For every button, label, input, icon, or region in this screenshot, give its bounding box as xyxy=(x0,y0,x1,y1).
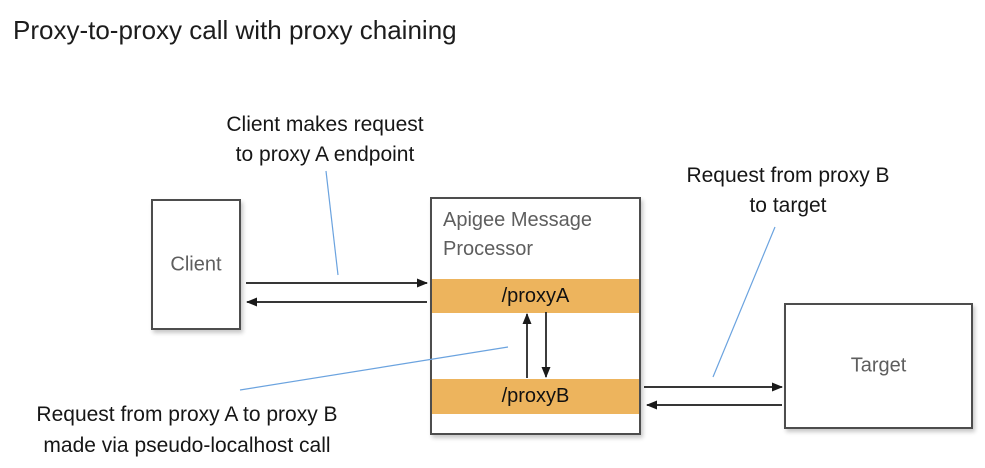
annotation-proxya-to-proxyb: Request from proxy A to proxy B made via… xyxy=(0,399,377,461)
client-label: Client xyxy=(170,253,222,275)
annotation-proxya-to-proxyb-line1: Request from proxy A to proxy B xyxy=(36,403,338,426)
annotation-client-request-line1: Client makes request xyxy=(226,113,424,136)
diagram-title: Proxy-to-proxy call with proxy chaining xyxy=(13,15,457,45)
annotation-proxya-to-proxyb-line2: made via pseudo-localhost call xyxy=(43,434,331,457)
annotation-client-request: Client makes request to proxy A endpoint xyxy=(165,110,485,170)
annotation-proxyb-to-target-line1: Request from proxy B xyxy=(686,164,890,187)
message-processor-title: Apigee Message Processor xyxy=(443,209,592,260)
proxy-a-bar: /proxyA xyxy=(432,279,639,313)
annotation-proxyb-to-target: Request from proxy B to target xyxy=(628,161,948,221)
target-label: Target xyxy=(850,354,907,377)
annotation-proxyb-to-target-line2: to target xyxy=(749,194,827,217)
client-node: Client xyxy=(151,199,241,330)
leader-line-target-annotation xyxy=(712,226,776,378)
proxy-b-bar: /proxyB xyxy=(432,379,639,414)
annotation-client-request-line2: to proxy A endpoint xyxy=(235,143,415,166)
message-processor-node: Apigee Message Processor /proxyA /proxyB xyxy=(430,197,641,435)
target-node: Target xyxy=(784,303,973,429)
leader-line-client-annotation xyxy=(325,170,339,276)
